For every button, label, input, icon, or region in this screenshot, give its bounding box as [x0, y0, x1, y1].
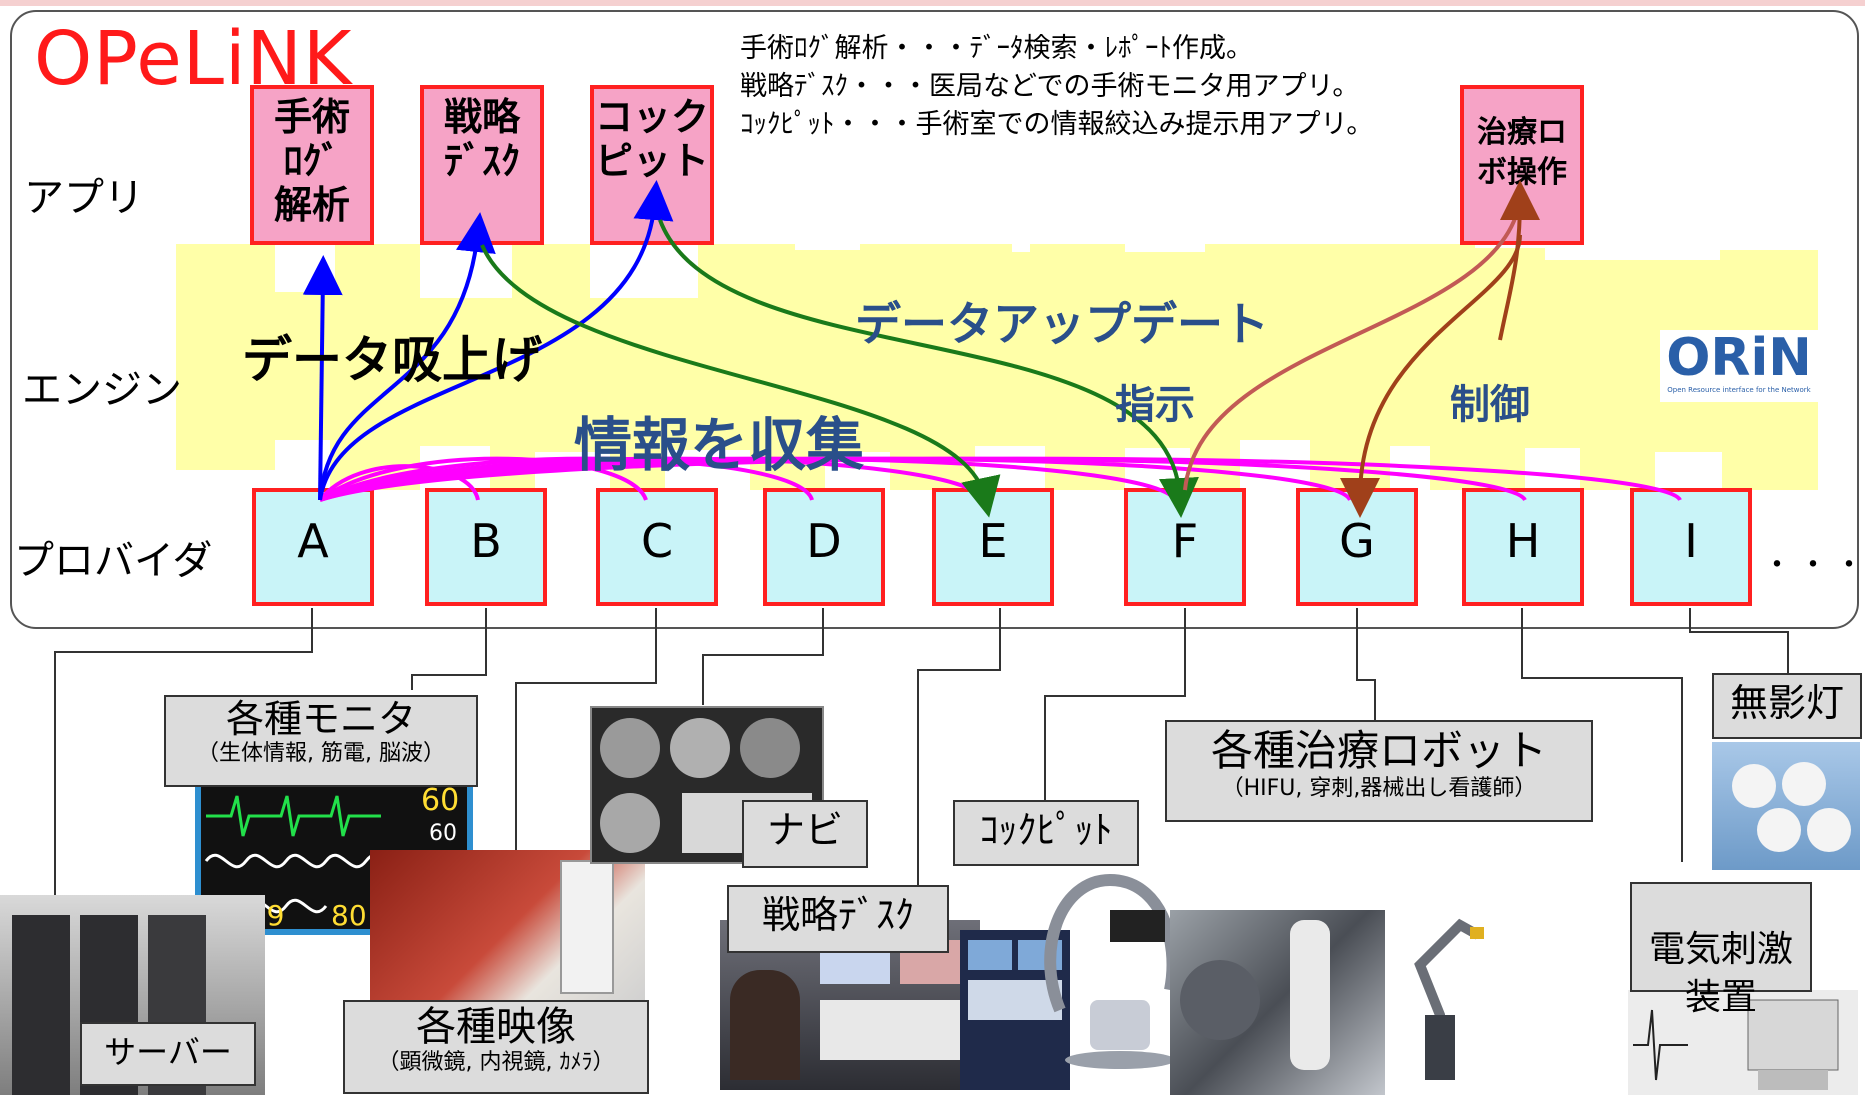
app-strategy-desk[interactable]: 戦略 ﾃﾞｽｸ — [420, 85, 544, 245]
device-card-strategy-desk: 戦略ﾃﾞｽｸ — [727, 885, 949, 953]
microscope-icon — [560, 860, 614, 994]
device-card-title: ナビ — [766, 808, 843, 852]
device-card-title: 各種映像 — [416, 1004, 576, 1050]
person-icon — [730, 970, 800, 1080]
lamp-head-icon — [1732, 764, 1776, 808]
device-card-video: 各種映像 （顕微鏡, 内視鏡, ｶﾒﾗ） — [343, 1000, 649, 1094]
navigation-scan-icon — [600, 718, 660, 778]
device-card-title: 各種治療ロボット — [1210, 726, 1547, 775]
layer-label-app: アプリ — [24, 175, 144, 221]
label-collect-info: 情報を収集 — [574, 411, 865, 479]
device-card-server: サーバー — [80, 1022, 256, 1086]
orin-logo-text: ORiN — [1666, 328, 1812, 388]
robot-arm-icon — [1414, 918, 1484, 1080]
navigation-scan-icon — [600, 793, 660, 853]
provider-c[interactable]: C — [596, 488, 718, 606]
device-card-title: ｺｯｸﾋﾟｯﾄ — [979, 808, 1113, 852]
provider-letter: B — [470, 514, 502, 568]
providers-more: ・・・ — [1762, 548, 1865, 583]
note-line: 戦略ﾃﾞｽｸ・・・医局などでの手術モニタ用アプリ。 — [740, 71, 1360, 102]
provider-letter: C — [640, 514, 674, 568]
layer-label-engine: エンジン — [22, 367, 182, 413]
server-rack-icon — [12, 915, 70, 1095]
device-card-stimulator: 電気刺激 装置 — [1630, 882, 1812, 1018]
device-card-navi: ナビ — [742, 800, 868, 868]
pullup-arrows — [302, 180, 674, 501]
device-card-title: サーバー — [104, 1033, 232, 1071]
screen-icon — [820, 1000, 970, 1060]
provider-a[interactable]: A — [252, 488, 374, 606]
provider-g[interactable]: G — [1296, 488, 1418, 606]
provider-d[interactable]: D — [763, 488, 885, 606]
device-card-title: 各種モニタ — [225, 697, 416, 741]
orin-logo: ORiN Open Resource interface for the Net… — [1660, 330, 1818, 402]
lamp-head-icon — [1757, 808, 1801, 852]
device-card-subtitle: （HIFU, 穿刺,器械出し看護師） — [1221, 776, 1537, 801]
treatment-robot-image — [1170, 910, 1385, 1095]
app-notes: 手術ﾛｸﾞ解析・・・ﾃﾞｰﾀ検索・ﾚﾎﾟｰﾄ作成。戦略ﾃﾞｽｸ・・・医局などでの… — [740, 30, 1373, 144]
update-arrows — [480, 219, 1199, 518]
note-line: 手術ﾛｸﾞ解析・・・ﾃﾞｰﾀ検索・ﾚﾎﾟｰﾄ作成。 — [740, 33, 1253, 64]
orin-logo-caption: Open Resource interface for the Network — [1667, 386, 1811, 394]
label-instruct: 指示 — [1115, 382, 1195, 428]
provider-i[interactable]: I — [1630, 488, 1752, 606]
surgical-lamp-image — [1712, 742, 1860, 870]
device-card-monitor: 各種モニタ （生体情報, 筋電, 脳波） — [164, 695, 478, 787]
screen-icon — [968, 980, 1062, 1020]
navigation-scan-icon — [740, 718, 800, 778]
microscope-video-image — [370, 850, 645, 1010]
navigation-scan-icon — [670, 718, 730, 778]
note-line: ｺｯｸﾋﾟｯﾄ・・・手術室での情報絞込み提示用アプリ。 — [740, 109, 1374, 140]
collect-arrows — [318, 456, 1682, 502]
provider-letter: A — [297, 514, 329, 568]
provider-letter: D — [806, 514, 842, 568]
app-cockpit[interactable]: コック ピット — [590, 85, 714, 245]
provider-letter: I — [1684, 514, 1698, 568]
layer-label-provider: プロバイダ — [14, 538, 213, 584]
provider-h[interactable]: H — [1462, 488, 1584, 606]
provider-letter: F — [1171, 514, 1199, 568]
device-card-subtitle: （顕微鏡, 内視鏡, ｶﾒﾗ） — [377, 1050, 615, 1075]
device-card-subtitle: （生体情報, 筋電, 脳波） — [197, 741, 445, 766]
monitor-value-2: 60 — [429, 821, 457, 846]
app-surgery-log-analysis[interactable]: 手術 ﾛｸﾞ 解析 — [250, 85, 374, 245]
lamp-head-icon — [1782, 762, 1826, 806]
robot-part-icon — [1180, 960, 1260, 1040]
robot-arm-icon — [1290, 920, 1330, 1070]
cockpit-chair-image — [1030, 870, 1180, 1070]
device-card-lamp: 無影灯 — [1712, 673, 1862, 739]
provider-b[interactable]: B — [425, 488, 547, 606]
top-accent-line — [0, 0, 1865, 6]
provider-letter: G — [1339, 514, 1375, 568]
stimulator-image — [1628, 990, 1858, 1095]
monitor-value-map: 80 — [331, 899, 367, 932]
control-arrows — [1183, 180, 1540, 518]
label-data-pullup: データ吸上げ — [242, 331, 542, 389]
screen-icon — [968, 940, 1012, 970]
provider-letter: H — [1505, 514, 1541, 568]
device-card-cockpit: ｺｯｸﾋﾟｯﾄ — [953, 800, 1139, 866]
device-card-title: 戦略ﾃﾞｽｸ — [761, 893, 914, 937]
nurse-robot-image — [1400, 905, 1490, 1095]
provider-letter: E — [978, 514, 1008, 568]
stimulator-waveform-icon — [1633, 999, 1839, 1090]
device-card-robots: 各種治療ロボット （HIFU, 穿刺,器械出し看護師） — [1165, 720, 1593, 822]
device-card-title: 電気刺激 装置 — [1648, 929, 1793, 1018]
lamp-head-icon — [1807, 808, 1851, 852]
cockpit-chair-icon — [1044, 873, 1179, 1069]
label-control: 制御 — [1450, 382, 1530, 428]
device-card-title: 無影灯 — [1729, 681, 1844, 725]
label-data-update: データアップデート — [855, 297, 1269, 351]
monitor-value-hr: 60 — [421, 783, 460, 818]
engine-layer-shape — [176, 244, 1818, 490]
